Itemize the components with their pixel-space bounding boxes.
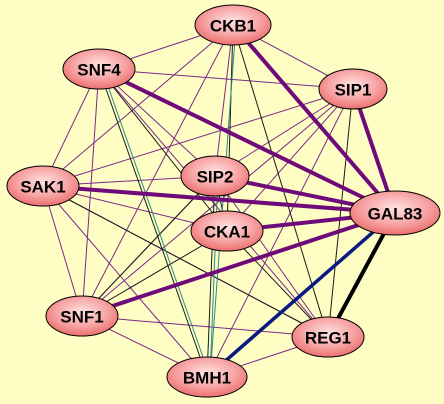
node-label-reg1: REG1 xyxy=(305,329,351,348)
node-ellipse-snf4 xyxy=(62,48,136,90)
node-label-cka1: CKA1 xyxy=(204,223,250,242)
edge-ckb1-sip2 xyxy=(214,24,234,177)
node-label-sip2: SIP2 xyxy=(197,168,234,187)
edge-snf1-reg1 xyxy=(81,315,329,338)
node-label-snf4: SNF4 xyxy=(77,61,121,80)
node-label-sip1: SIP1 xyxy=(335,81,372,100)
node-ellipse-sak1 xyxy=(6,165,80,207)
edge-snf4-bmh1 xyxy=(98,68,208,378)
edge-sip1-reg1 xyxy=(327,88,354,338)
node-cka1[interactable]: CKA1 xyxy=(190,210,264,252)
edge-ckb1-gal83 xyxy=(231,23,397,215)
edge-ckb1-snf1 xyxy=(81,24,234,317)
edge-sip2-bmh1 xyxy=(209,175,219,378)
node-ellipse-cka1 xyxy=(190,210,264,252)
node-sak1[interactable]: SAK1 xyxy=(6,165,80,207)
node-snf4[interactable]: SNF4 xyxy=(62,48,136,90)
node-ellipse-gal83 xyxy=(349,190,441,236)
edge-snf4-snf1 xyxy=(81,68,100,317)
edge-snf1-gal83 xyxy=(80,211,397,318)
node-label-gal83: GAL83 xyxy=(368,205,423,224)
node-sip1[interactable]: SIP1 xyxy=(318,68,388,110)
node-ellipse-reg1 xyxy=(291,316,365,358)
edge-snf4-bmh1 xyxy=(101,68,211,378)
edge-gal83-bmh1 xyxy=(205,211,397,379)
node-ellipse-sip1 xyxy=(318,68,388,110)
edge-sip1-snf1 xyxy=(81,88,354,317)
edge-sip2-bmh1 xyxy=(206,175,216,378)
nodes-layer: CKB1SNF4SIP1SIP2SAK1GAL83CKA1SNF1REG1BMH… xyxy=(6,4,441,398)
node-label-ckb1: CKB1 xyxy=(210,17,256,36)
node-gal83[interactable]: GAL83 xyxy=(349,190,441,236)
node-label-sak1: SAK1 xyxy=(20,178,65,197)
edge-sak1-gal83 xyxy=(41,184,397,215)
edge-snf4-sip2 xyxy=(98,68,216,177)
edge-snf4-sip1 xyxy=(98,68,354,90)
node-ckb1[interactable]: CKB1 xyxy=(194,4,272,46)
node-ellipse-ckb1 xyxy=(194,4,272,46)
edge-ckb1-cka1 xyxy=(226,24,234,232)
node-bmh1[interactable]: BMH1 xyxy=(166,356,248,398)
edge-sak1-bmh1 xyxy=(42,185,208,378)
node-ellipse-snf1 xyxy=(45,295,119,337)
node-label-bmh1: BMH1 xyxy=(183,369,231,388)
node-reg1[interactable]: REG1 xyxy=(291,316,365,358)
edge-snf4-cka1 xyxy=(98,68,228,232)
node-sip2[interactable]: SIP2 xyxy=(180,155,250,197)
node-snf1[interactable]: SNF1 xyxy=(45,295,119,337)
edge-snf4-gal83 xyxy=(97,67,397,215)
node-ellipse-bmh1 xyxy=(166,356,248,398)
edge-sak1-snf1 xyxy=(42,185,83,317)
node-ellipse-sip2 xyxy=(180,155,250,197)
edge-sip2-reg1 xyxy=(214,175,329,338)
node-label-snf1: SNF1 xyxy=(60,308,103,327)
